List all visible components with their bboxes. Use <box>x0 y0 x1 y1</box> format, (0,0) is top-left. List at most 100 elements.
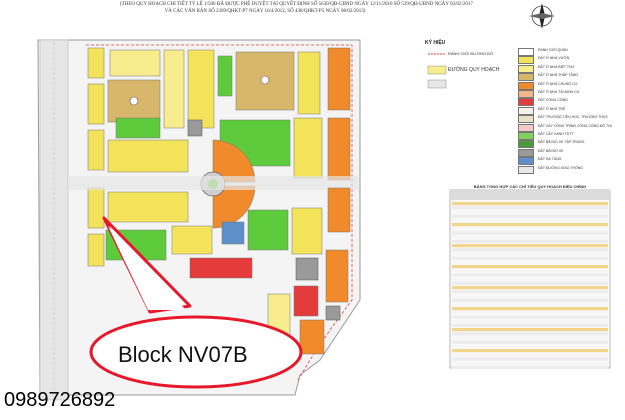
callout-pointer-cover <box>108 226 186 310</box>
building-icon <box>129 96 139 106</box>
table-row <box>452 218 608 222</box>
table-row <box>452 311 608 315</box>
parcel-gray <box>325 305 341 321</box>
plan-header-line-1: (THEO QUY HOẠCH CHI TIẾT TỶ LỆ 1/500 ĐÃ … <box>120 2 473 7</box>
table-row <box>452 357 608 361</box>
table-row <box>452 328 608 332</box>
parcel-infrastructure <box>221 221 245 245</box>
table-title: BẢNG TỔNG HỢP CÁC CHỈ TIÊU QUY HOẠCH ĐIỀ… <box>473 184 587 189</box>
table-row <box>452 248 608 252</box>
legend-swatch <box>518 106 534 115</box>
legend-swatch <box>518 56 534 65</box>
contact-phone: 0989726892 <box>4 389 116 411</box>
parcel-villa <box>297 51 321 115</box>
building-icon <box>260 75 270 85</box>
legend-title: KÝ HIỆU <box>425 40 446 46</box>
table-row <box>452 227 608 231</box>
legend-label: RANH GIỚI QUẬN <box>538 48 568 52</box>
table-row <box>452 244 608 248</box>
parcel <box>87 233 105 267</box>
table-row <box>452 239 608 243</box>
table-row <box>452 349 608 353</box>
legend-swatch <box>518 81 534 90</box>
table-row <box>452 340 608 344</box>
legend-left-item: RANH GIỚI ĐƯỜNG ĐỎ <box>448 51 494 56</box>
table-row <box>452 202 608 206</box>
table-row <box>452 206 608 210</box>
table-row <box>452 269 608 273</box>
parcel-villa <box>187 49 215 129</box>
parcel-green <box>115 117 161 139</box>
callout-bubble <box>89 315 303 389</box>
table-row <box>452 344 608 348</box>
table-row <box>452 210 608 214</box>
parcel <box>87 47 105 79</box>
table-row <box>452 353 608 357</box>
legend-label: ĐẤT ĐƯỜNG GIAO THÔNG <box>538 165 583 170</box>
legend-swatch <box>518 148 534 157</box>
legend-swatch <box>518 64 534 73</box>
legend-label: ĐẤT CÔNG CỘNG <box>538 98 568 103</box>
legend-label: ĐẤT Ở NHÀ TÁI ĐỊNH CƯ <box>538 90 580 94</box>
table-row <box>452 286 608 290</box>
table-row <box>452 265 608 269</box>
legend-label: ĐẤT Ở NHÀ VƯỜN <box>538 56 570 61</box>
parcel-green <box>247 209 289 251</box>
parcel <box>87 187 105 229</box>
parcel-orange-quarter <box>212 185 256 229</box>
parcel <box>87 129 105 171</box>
cross-road <box>68 176 358 190</box>
table-row <box>452 256 608 260</box>
parcel-apartment <box>327 187 351 233</box>
parcel-villa <box>163 49 185 129</box>
table-row <box>452 302 608 306</box>
table-row <box>452 315 608 319</box>
table-row <box>452 260 608 264</box>
legend-label: ĐẤT Ở NHÀ THẤP TẦNG <box>538 73 579 78</box>
parcel-villa <box>293 117 323 179</box>
parcel-apartment <box>325 249 349 303</box>
legend-swatch <box>518 165 534 174</box>
table-row <box>452 223 608 227</box>
legend-swatch <box>518 140 534 149</box>
plan-header-line-2: VÀ CÁC VĂN BẢN SỐ 2309/QHKT-P7 NGÀY 16/4… <box>164 9 366 14</box>
compass-icon <box>529 3 555 29</box>
table-row <box>452 298 608 302</box>
parcel-villa <box>107 139 189 173</box>
parcel-green <box>217 55 233 97</box>
parcel-villa <box>107 191 189 223</box>
left-villa-strip <box>87 47 105 267</box>
table-row <box>452 235 608 239</box>
parcel-lowrise <box>109 49 161 77</box>
parcel-apartment <box>299 319 325 355</box>
table-row <box>452 323 608 327</box>
legend-label: ĐẤT XÂY CÔNG TRÌNH CÔNG CỘNG ĐÔ THỊ <box>538 123 612 128</box>
table-row <box>452 332 608 336</box>
legend-swatch <box>518 90 534 98</box>
legend-swatch <box>518 123 534 132</box>
legend-swatch <box>518 115 534 124</box>
table-row <box>452 252 608 256</box>
summary-table <box>449 189 611 369</box>
legend-swatch <box>518 132 534 140</box>
parcel-gray <box>187 119 203 137</box>
parcel-apartment <box>327 47 351 111</box>
table-row <box>452 307 608 311</box>
table-row <box>452 214 608 218</box>
table-row <box>452 319 608 323</box>
legend-label: ĐẤT BÃI ĐỖ XE TẬP TRUNG <box>538 140 585 145</box>
legend-label: ĐẤT Ở NHÀ TRẺ <box>538 106 566 111</box>
table-row <box>452 361 608 365</box>
legend-left-item: ĐƯỜNG QUY HOẠCH <box>448 67 500 73</box>
table-row <box>452 281 608 285</box>
table-row <box>452 273 608 277</box>
table-row <box>452 294 608 298</box>
table-row <box>452 336 608 340</box>
legend-label: ĐẤT CÂY XANH TDTT <box>538 132 574 136</box>
legend-label: ĐẤT TRƯỜNG TIỂU HỌC, TRƯỜNG THCS <box>538 115 608 120</box>
table-row <box>452 277 608 281</box>
table-row <box>452 365 608 369</box>
parcel-public <box>293 285 319 317</box>
legend-swatch <box>518 48 534 56</box>
parcel-villa <box>171 225 213 255</box>
